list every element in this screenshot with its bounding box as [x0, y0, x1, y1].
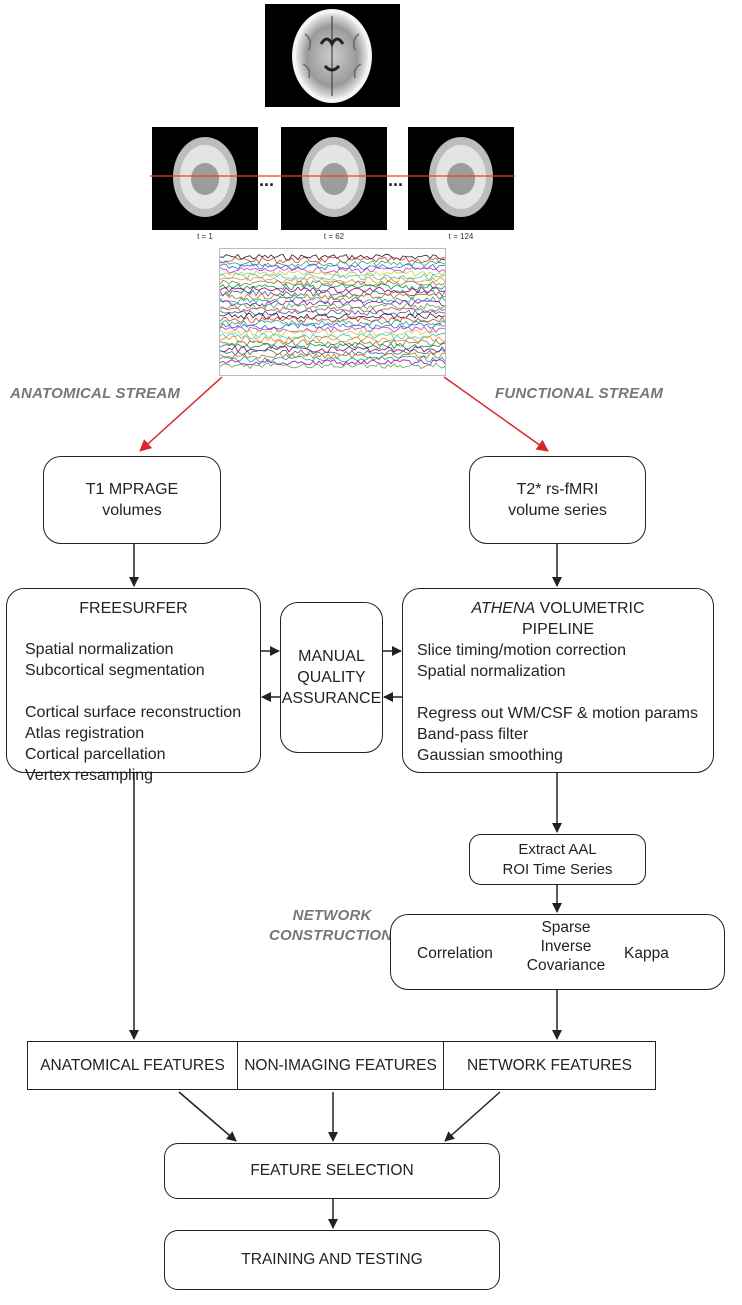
t2-line-2: volume series [508, 502, 607, 519]
athena-title-line2: PIPELINE [521, 621, 595, 638]
sic-line-1: Sparse [541, 919, 591, 936]
time-series-trace [220, 302, 445, 311]
time-series-trace [220, 299, 445, 307]
athena-pipeline-box: ATHENA VOLUMETRIC PIPELINE Slice timing/… [402, 588, 714, 773]
time-label-1: t = 1 [197, 232, 213, 241]
time-series-trace [220, 349, 445, 356]
freesurfer-step: Atlas registration [25, 725, 145, 742]
time-series-trace [220, 345, 445, 353]
qa-line-1: MANUAL [298, 648, 365, 665]
time-series-trace [220, 263, 445, 271]
fmri-frame-124 [408, 127, 514, 230]
freesurfer-step: Vertex resampling [25, 767, 154, 784]
time-series-trace [220, 325, 445, 333]
time-series-trace [220, 279, 445, 287]
freesurfer-step: Cortical surface reconstruction [25, 704, 242, 721]
time-series-trace [220, 332, 445, 340]
athena-title-italic: ATHENA [471, 600, 536, 617]
time-series-trace [220, 362, 445, 370]
training-testing-box: TRAINING AND TESTING [164, 1230, 500, 1290]
time-series-trace [220, 358, 445, 366]
sic-line-2: Inverse [540, 938, 592, 955]
time-series-trace [220, 296, 445, 304]
fmri-frame-1 [152, 127, 258, 230]
time-series-trace [220, 253, 445, 261]
time-series-trace [220, 319, 445, 327]
network-construction-label: NETWORK CONSTRUCTION [269, 906, 393, 946]
extract-line-1: Extract AAL [518, 840, 597, 858]
t1-line-2: volumes [102, 502, 162, 519]
network-methods-box: Correlation Sparse Inverse Covariance Ka… [390, 914, 725, 990]
time-series-trace [220, 352, 445, 360]
time-series-trace [220, 335, 445, 343]
ellipsis-1: ... [259, 170, 275, 190]
athena-step: Spatial normalization [417, 663, 566, 680]
network-label-line-1: NETWORK [292, 907, 372, 924]
extract-line-2: ROI Time Series [502, 860, 613, 878]
feature-selection-box: FEATURE SELECTION [164, 1143, 500, 1199]
nonimaging-features-cell: NON-IMAGING FEATURES [237, 1041, 443, 1090]
anatomical-features-cell: ANATOMICAL FEATURES [27, 1041, 237, 1090]
time-series-trace [220, 273, 445, 281]
freesurfer-step: Subcortical segmentation [25, 662, 205, 679]
athena-step: Gaussian smoothing [417, 747, 563, 764]
roi-time-series-plot [219, 248, 446, 376]
functional-stream-label: FUNCTIONAL STREAM [495, 385, 664, 402]
athena-title-rest: VOLUMETRIC [535, 600, 645, 617]
sparse-inverse-covariance-method: Sparse Inverse Covariance [511, 918, 621, 975]
time-series-trace [220, 276, 445, 284]
freesurfer-step: Spatial normalization [25, 641, 174, 658]
anatomical-to-selection-arrow [178, 1091, 237, 1142]
freesurfer-title: FREESURFER [79, 600, 188, 617]
functional-stream-arrow [443, 376, 549, 452]
time-label-124: t = 124 [448, 232, 474, 241]
time-series-trace [220, 312, 445, 320]
time-series-trace [220, 355, 445, 363]
t1-brain-image [265, 4, 400, 107]
anatomical-stream-arrow [139, 376, 223, 452]
extract-aal-box: Extract AAL ROI Time Series [469, 834, 646, 885]
ellipsis-2: ... [388, 170, 404, 190]
network-label-line-2: CONSTRUCTION [269, 927, 393, 944]
qa-line-2: QUALITY [297, 669, 366, 686]
time-series-trace [220, 269, 445, 277]
time-label-62: t = 62 [323, 232, 345, 241]
athena-title: ATHENA VOLUMETRIC [403, 598, 713, 619]
qa-line-3: ASSURANCE [281, 690, 382, 707]
t2-line-1: T2* rs-fMRI [516, 481, 599, 498]
time-series-trace [220, 256, 445, 264]
freesurfer-step: Cortical parcellation [25, 746, 166, 763]
time-series-trace [220, 266, 445, 274]
time-series-trace [220, 260, 445, 268]
athena-step: Band-pass filter [417, 726, 529, 743]
manual-qa-box: MANUAL QUALITY ASSURANCE [280, 602, 383, 753]
time-series-trace [220, 286, 445, 294]
athena-step: Slice timing/motion correction [417, 642, 626, 659]
sic-line-3: Covariance [526, 957, 606, 974]
time-series-trace [220, 329, 445, 337]
anatomical-stream-label: ANATOMICAL STREAM [10, 385, 181, 402]
network-to-selection-arrow [444, 1091, 501, 1142]
kappa-method: Kappa [624, 945, 669, 962]
freesurfer-box: FREESURFER Spatial normalization Subcort… [6, 588, 261, 784]
t2-rsfmri-box: T2* rs-fMRI volume series [469, 456, 646, 544]
time-series-trace [220, 316, 445, 324]
correlation-method: Correlation [417, 945, 493, 962]
t1-mprage-box: T1 MPRAGE volumes [43, 456, 221, 544]
athena-step: Regress out WM/CSF & motion params [417, 705, 698, 722]
time-series-trace [220, 306, 445, 314]
fmri-frame-62 [281, 127, 387, 230]
time-series-trace [220, 289, 445, 297]
network-features-cell: NETWORK FEATURES [443, 1041, 656, 1090]
t1-line-1: T1 MPRAGE [85, 481, 179, 498]
time-series-trace [220, 292, 445, 300]
time-series-trace [220, 342, 445, 350]
